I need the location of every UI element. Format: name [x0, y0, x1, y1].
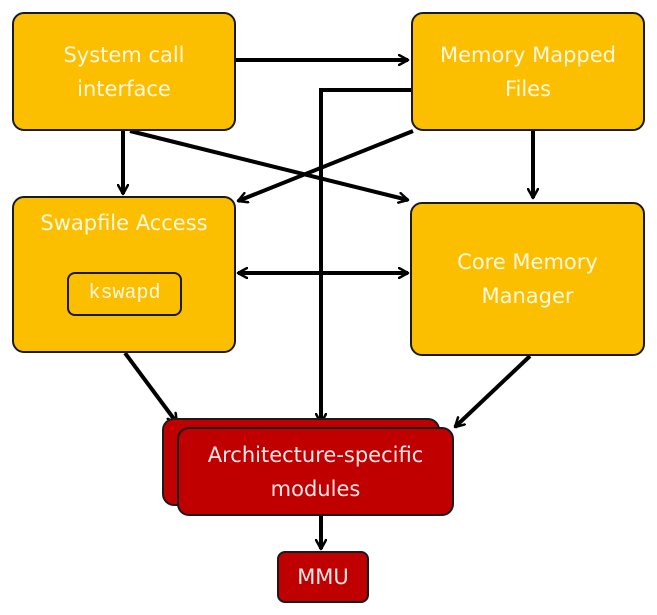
edge-syscall-core: [129, 129, 408, 200]
node-label: Swapfile Access: [40, 211, 208, 235]
node-label: interface: [77, 76, 171, 101]
node-memory-mapped-files[interactable]: Memory Mapped Files: [411, 12, 645, 131]
node-label: Memory Mapped: [440, 42, 616, 67]
node-core-memory-manager[interactable]: Core Memory Manager: [410, 202, 645, 356]
node-label: Files: [504, 76, 552, 101]
node-architecture-specific-modules[interactable]: Architecture-specific modules: [177, 427, 454, 516]
edge-mmap-swap: [238, 129, 414, 201]
node-label: Architecture-specific: [207, 442, 424, 467]
node-kswapd[interactable]: kswapd: [67, 272, 182, 316]
node-swapfile-access[interactable]: Swapfile Access kswapd: [12, 196, 236, 353]
kswapd-label: kswapd: [88, 282, 161, 305]
node-mmu[interactable]: MMU: [277, 551, 369, 603]
edge-core-arch: [453, 354, 532, 429]
node-system-call-interface[interactable]: System call interface: [12, 12, 236, 131]
node-label: MMU: [297, 565, 349, 589]
node-label: modules: [270, 476, 361, 501]
edge-swap-arch: [123, 351, 179, 423]
node-label: System call: [63, 42, 185, 67]
edge-mmap-arch: [321, 88, 411, 423]
node-label: Manager: [481, 284, 574, 308]
node-label: Core Memory: [457, 250, 598, 274]
